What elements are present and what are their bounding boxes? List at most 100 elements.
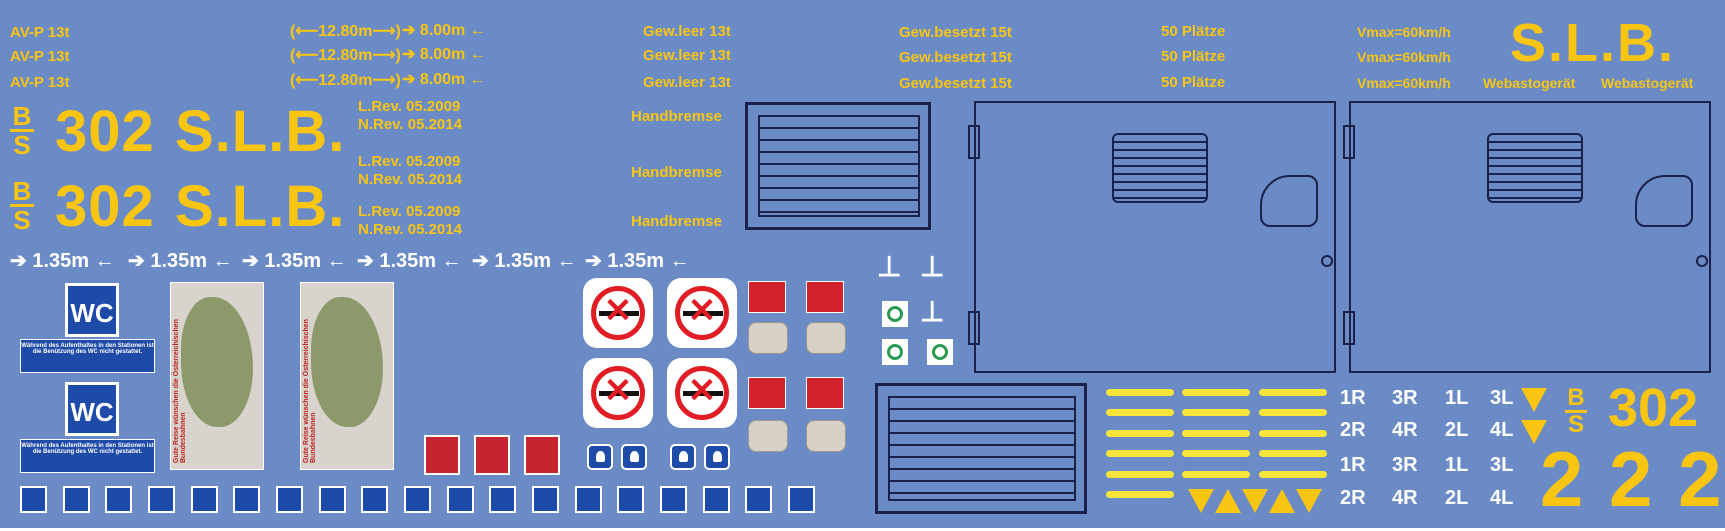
l-rev-label: L.Rev. 05.2009 bbox=[358, 153, 461, 170]
seat-label: 3L bbox=[1490, 454, 1514, 476]
green-marker-icon bbox=[927, 339, 953, 365]
emergency-info-card bbox=[806, 377, 844, 409]
no-smoking-icon: ✕ bbox=[583, 278, 653, 348]
waste-bin-icon bbox=[148, 486, 175, 513]
door-vent bbox=[1112, 133, 1208, 203]
axle-label: ➔ 8.00m ← bbox=[402, 22, 486, 39]
l-rev-label: L.Rev. 05.2009 bbox=[358, 98, 461, 115]
operator-abbrev: S.L.B. bbox=[175, 99, 346, 164]
car-number-small: 302 bbox=[1608, 378, 1699, 438]
waste-bin-icon bbox=[703, 486, 730, 513]
waste-bin-icon bbox=[532, 486, 559, 513]
door-spacing-label: ➔ 1.35m ← bbox=[472, 250, 577, 272]
green-marker-icon bbox=[882, 301, 908, 327]
seat-label: 2R bbox=[1340, 487, 1366, 509]
lamp-icon bbox=[587, 444, 613, 470]
operator-abbrev: S.L.B. bbox=[175, 174, 346, 239]
door-panel-right bbox=[1343, 101, 1711, 373]
fire-extinguisher-icon bbox=[424, 435, 460, 475]
car-number: 302 bbox=[55, 99, 155, 164]
weight-empty-label: Gew.leer 13t bbox=[643, 23, 731, 40]
seat-label: 3R bbox=[1392, 387, 1418, 409]
handbrake-label: Handbremse bbox=[631, 213, 722, 230]
no-smoking-icon: ✕ bbox=[583, 358, 653, 428]
seat-label: 4L bbox=[1490, 419, 1514, 441]
triangle-down-icon bbox=[1242, 489, 1268, 513]
coat-hook-icon: ⊥ bbox=[920, 251, 945, 282]
axle-label: ➔ 8.00m ← bbox=[402, 46, 486, 63]
seat-label: 2R bbox=[1340, 419, 1366, 441]
length-label: (⟵12.80m⟶) bbox=[290, 72, 401, 89]
emergency-handle-plate bbox=[748, 420, 788, 452]
door-spacing-label: ➔ 1.35m ← bbox=[10, 250, 115, 272]
waste-bin-icon bbox=[575, 486, 602, 513]
triangle-down-icon bbox=[1188, 489, 1214, 513]
door-spacing-label: ➔ 1.35m ← bbox=[128, 250, 233, 272]
type-label: AV-P 13t bbox=[10, 74, 70, 91]
vent-grille bbox=[758, 115, 920, 217]
triangle-up-icon bbox=[1269, 489, 1295, 513]
map-caption: Gute Reise wünschen die Österreichischen… bbox=[173, 319, 187, 463]
triangle-down-icon bbox=[1521, 420, 1547, 444]
door-lock-icon bbox=[1696, 255, 1708, 267]
fire-extinguisher-icon bbox=[474, 435, 510, 475]
fire-extinguisher-icon bbox=[524, 435, 560, 475]
wc-sign: WC bbox=[65, 382, 119, 436]
map-terrain bbox=[311, 297, 383, 427]
n-rev-label: N.Rev. 05.2014 bbox=[358, 221, 462, 238]
handbrake-label: Handbremse bbox=[631, 108, 722, 125]
axle-label: ➔ 8.00m ← bbox=[402, 71, 486, 88]
triangle-up-icon bbox=[1215, 489, 1241, 513]
waste-bin-icon bbox=[788, 486, 815, 513]
seat-label: 4R bbox=[1392, 487, 1418, 509]
vent-grille-frame bbox=[745, 102, 931, 230]
seat-label: 2L bbox=[1445, 419, 1469, 441]
seats-label: 50 Plätze bbox=[1161, 48, 1226, 65]
seats-label: 50 Plätze bbox=[1161, 23, 1226, 40]
yellow-stripe bbox=[1182, 450, 1250, 457]
triangle-down-icon bbox=[1521, 388, 1547, 412]
door-lock-icon bbox=[1321, 255, 1333, 267]
yellow-stripe bbox=[1106, 409, 1174, 416]
no-smoking-icon: ✕ bbox=[667, 278, 737, 348]
route-map: Gute Reise wünschen die Österreichischen… bbox=[170, 282, 264, 470]
emergency-handle-plate bbox=[748, 322, 788, 354]
emergency-handle-plate bbox=[806, 420, 846, 452]
vent-grille-frame bbox=[875, 383, 1087, 514]
seat-label: 1R bbox=[1340, 454, 1366, 476]
hinge-icon bbox=[968, 125, 980, 159]
coat-hook-icon: ⊥ bbox=[920, 296, 945, 327]
car-number: 302 bbox=[55, 174, 155, 239]
yellow-stripe bbox=[1106, 471, 1174, 478]
vmax-label: Vmax=60km/h bbox=[1357, 49, 1451, 65]
seat-label: 1L bbox=[1445, 454, 1469, 476]
hinge-icon bbox=[1343, 125, 1355, 159]
yellow-stripe bbox=[1182, 471, 1250, 478]
yellow-stripe bbox=[1259, 471, 1327, 478]
emergency-handle-plate bbox=[806, 322, 846, 354]
waste-bin-icon bbox=[617, 486, 644, 513]
waste-bin-icon bbox=[319, 486, 346, 513]
seat-label: 2L bbox=[1445, 487, 1469, 509]
weight-loaded-label: Gew.besetzt 15t bbox=[899, 75, 1012, 92]
yellow-stripe bbox=[1106, 491, 1174, 498]
type-label: AV-P 13t bbox=[10, 24, 70, 41]
yellow-stripe bbox=[1259, 409, 1327, 416]
vent-grille bbox=[888, 396, 1076, 501]
weight-loaded-label: Gew.besetzt 15t bbox=[899, 24, 1012, 41]
wc-sign: WC bbox=[65, 283, 119, 337]
emergency-info-card bbox=[748, 281, 786, 313]
hinge-icon bbox=[1343, 311, 1355, 345]
waste-bin-icon bbox=[489, 486, 516, 513]
waste-bin-icon bbox=[191, 486, 218, 513]
door-handle-recess bbox=[1260, 175, 1318, 227]
l-rev-label: L.Rev. 05.2009 bbox=[358, 203, 461, 220]
seat-label: 3L bbox=[1490, 387, 1514, 409]
emergency-info-card bbox=[748, 377, 786, 409]
seat-label: 4R bbox=[1392, 419, 1418, 441]
wc-notice: Während des Aufenthaltes in den Statione… bbox=[20, 339, 155, 373]
seat-label: 3R bbox=[1392, 454, 1418, 476]
